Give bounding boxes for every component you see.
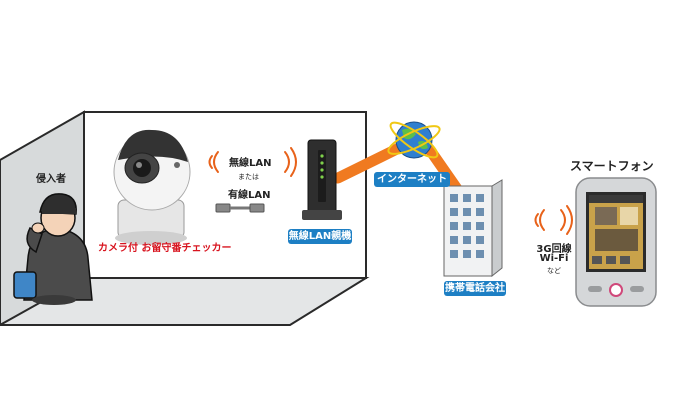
smartphone-label: スマートフォン	[570, 159, 654, 173]
wired-lan-label: 有線LAN	[228, 190, 271, 201]
lan-cable	[215, 203, 265, 213]
intruder-figure	[13, 193, 93, 305]
smartphone-device	[575, 177, 657, 307]
network-type-line-1: 3G回線	[536, 244, 572, 255]
signal-waves	[208, 147, 573, 235]
wireless-lan-label: 無線LAN	[229, 158, 272, 169]
carrier-building	[443, 179, 503, 278]
camera-label: カメラ付 お留守番チェッカー	[98, 243, 232, 254]
internet-label: インターネット	[374, 172, 450, 187]
or-label: または	[238, 173, 259, 181]
camera-device	[113, 129, 191, 245]
internet-globe	[387, 121, 441, 159]
carrier-label: 携帯電話会社	[444, 281, 506, 296]
intruder-label: 侵入者	[36, 174, 66, 185]
router-label: 無線LAN親機	[288, 229, 352, 244]
router-device	[302, 139, 342, 220]
network-type-line-2: Wi-Fi	[539, 253, 569, 264]
network-type-line-3: など	[547, 267, 561, 275]
